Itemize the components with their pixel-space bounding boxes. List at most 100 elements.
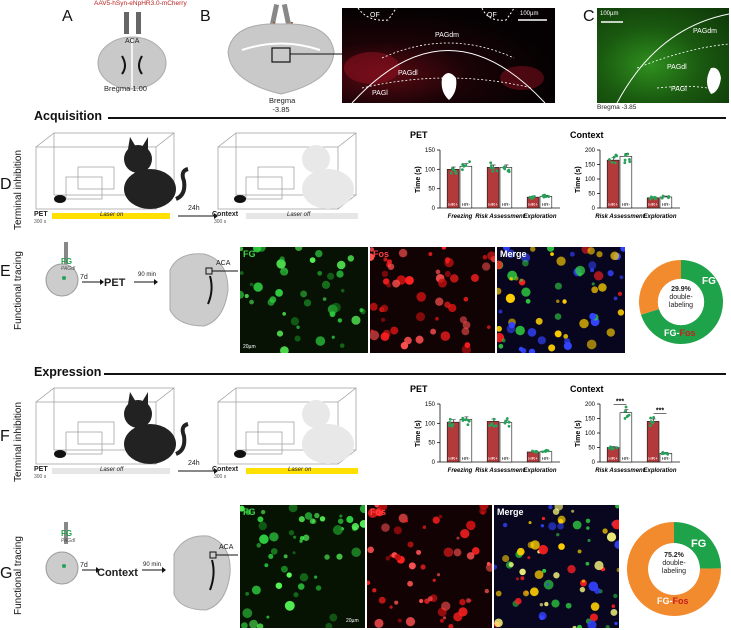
laser-label-d: Laser on bbox=[100, 212, 124, 218]
cell bbox=[249, 619, 259, 628]
data-point bbox=[649, 197, 652, 201]
cell bbox=[558, 543, 565, 550]
x-tick-label: Exploration bbox=[523, 468, 556, 474]
y-tick-label: 150 bbox=[585, 163, 596, 169]
cell bbox=[383, 257, 388, 262]
cell bbox=[521, 287, 531, 297]
cell bbox=[556, 256, 566, 266]
cell bbox=[444, 257, 451, 263]
aca-label-e: ACA bbox=[216, 260, 231, 267]
data-point bbox=[449, 171, 453, 175]
data-point bbox=[531, 196, 534, 200]
cell bbox=[579, 586, 586, 593]
cell bbox=[562, 299, 567, 304]
cell bbox=[509, 277, 513, 281]
cell bbox=[370, 330, 380, 341]
cell bbox=[294, 335, 301, 342]
donut-fgfos-g: FG-Fos bbox=[657, 596, 689, 606]
cell bbox=[351, 315, 361, 325]
cell bbox=[408, 562, 416, 570]
cell bbox=[540, 524, 544, 528]
donut-hole bbox=[657, 278, 705, 326]
data-point bbox=[649, 195, 653, 199]
tracing-schematic-e bbox=[45, 242, 238, 327]
zoom-line bbox=[290, 53, 343, 55]
cell bbox=[506, 249, 515, 259]
cell bbox=[407, 541, 414, 548]
cell bbox=[506, 324, 516, 334]
cell bbox=[351, 523, 360, 531]
cell bbox=[530, 247, 536, 252]
donut-fg-g: FG bbox=[691, 538, 707, 550]
cell bbox=[298, 516, 305, 523]
panel-label-a: A bbox=[62, 8, 73, 25]
cell bbox=[347, 255, 355, 262]
cell bbox=[359, 519, 365, 528]
cell bbox=[581, 579, 586, 583]
cell bbox=[309, 518, 316, 524]
data-point bbox=[504, 419, 508, 423]
cell bbox=[240, 247, 244, 252]
cell bbox=[245, 591, 250, 596]
cell bbox=[387, 263, 395, 271]
cell bbox=[269, 532, 279, 542]
cell bbox=[575, 265, 586, 276]
cell bbox=[313, 575, 318, 579]
cell bbox=[567, 564, 576, 574]
cell bbox=[462, 321, 471, 329]
y-tick-label: 150 bbox=[425, 148, 436, 154]
bregma-label-b: Bregma-3.85 bbox=[269, 96, 296, 114]
y-tick-label: 50 bbox=[588, 192, 595, 198]
pagdm-c: PAGdm bbox=[693, 28, 717, 35]
x-tick-label: Freezing bbox=[448, 468, 473, 474]
sig-label: *** bbox=[656, 407, 664, 414]
cell bbox=[494, 564, 498, 570]
y-axis-label: Time (s) bbox=[575, 166, 582, 193]
cell bbox=[605, 625, 610, 628]
cell bbox=[528, 348, 536, 353]
micrograph-fg-e: FG 20µm bbox=[240, 247, 368, 353]
data-point bbox=[492, 424, 496, 428]
data-point bbox=[667, 195, 670, 199]
bar-HR+ bbox=[606, 159, 620, 209]
cell bbox=[240, 505, 245, 512]
y-tick-label: 50 bbox=[428, 441, 435, 447]
cell bbox=[443, 547, 454, 558]
cell bbox=[563, 334, 569, 339]
cell bbox=[405, 617, 416, 627]
bar-label: HR+ bbox=[448, 202, 458, 208]
cell bbox=[288, 505, 298, 513]
micrograph-merge-e: Merge bbox=[497, 247, 625, 353]
cell bbox=[276, 259, 286, 269]
cell bbox=[314, 512, 320, 519]
aca-label-g: ACA bbox=[219, 544, 234, 551]
chart-title: Context bbox=[570, 384, 604, 394]
cell bbox=[372, 588, 377, 593]
cell bbox=[548, 505, 553, 510]
cell bbox=[269, 296, 277, 304]
cell bbox=[419, 598, 424, 604]
data-point bbox=[505, 417, 509, 420]
cell bbox=[282, 312, 286, 316]
cell bbox=[613, 296, 618, 301]
bar-label: HR- bbox=[502, 202, 511, 208]
cell bbox=[370, 329, 374, 333]
pagdl-c: PAGdl bbox=[667, 64, 687, 71]
y-tick-label: 150 bbox=[425, 402, 436, 408]
cell bbox=[374, 618, 384, 628]
fg-sub-e: PAGdl bbox=[61, 266, 76, 272]
cell bbox=[558, 518, 564, 524]
cell bbox=[579, 318, 589, 329]
cell bbox=[295, 247, 303, 252]
donut-slice-FG-Fos bbox=[627, 522, 721, 616]
cell bbox=[552, 508, 560, 515]
cell bbox=[386, 259, 393, 265]
cell bbox=[453, 548, 462, 557]
cell bbox=[537, 336, 546, 345]
cell bbox=[498, 309, 503, 314]
data-point bbox=[502, 166, 506, 170]
cell bbox=[497, 287, 502, 295]
cell bbox=[586, 526, 590, 530]
data-point bbox=[451, 167, 454, 170]
